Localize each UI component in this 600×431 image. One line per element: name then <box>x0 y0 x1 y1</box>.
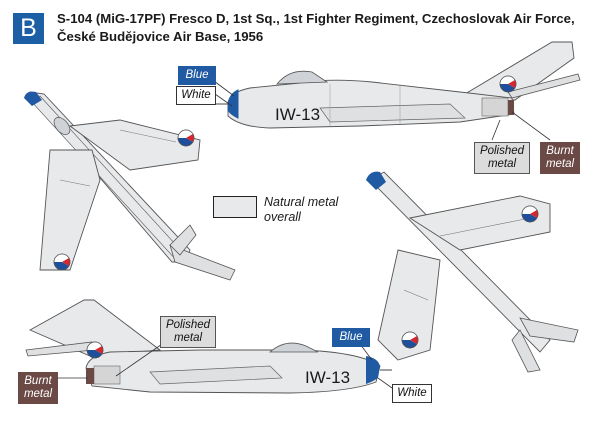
callout-burnt-top-line1: Burnt <box>546 145 574 157</box>
natural-metal-legend: Natural metal overall <box>264 195 338 225</box>
czechoslovak-roundel-icon <box>86 341 104 359</box>
czechoslovak-roundel-icon <box>401 331 419 349</box>
callout-burnt-bottom-line1: Burnt <box>24 375 52 387</box>
czechoslovak-roundel-icon <box>499 75 517 93</box>
callout-white-bottom: White <box>392 384 432 403</box>
plan-view-top <box>24 91 236 281</box>
natural-metal-swatch <box>213 196 257 218</box>
aircraft-code-bottom: IW-13 <box>305 368 350 387</box>
callout-leaders <box>58 77 551 389</box>
callout-polished-top-line2: metal <box>487 158 517 170</box>
callout-polished-top: Polished metal <box>474 142 530 174</box>
side-profile-bottom <box>25 299 392 394</box>
aircraft-code-top: IW-13 <box>275 105 320 124</box>
callout-polished-bottom-line2: metal <box>173 332 203 344</box>
legend-line-2: overall <box>264 210 301 224</box>
callout-blue-top: Blue <box>178 66 216 85</box>
legend-line-1: Natural metal <box>264 195 339 209</box>
callout-burnt-top-line2: metal <box>545 158 575 170</box>
callout-white-top: White <box>176 86 216 105</box>
callout-polished-bottom-line1: Polished <box>165 319 211 331</box>
side-profile-top <box>214 41 581 129</box>
callout-burnt-top: Burnt metal <box>540 142 580 174</box>
callout-burnt-bottom: Burnt metal <box>18 372 58 404</box>
callout-burnt-bottom-line2: metal <box>23 388 53 400</box>
scheme-letter-badge: B <box>13 13 44 44</box>
callout-polished-bottom: Polished metal <box>160 316 216 348</box>
callout-blue-bottom: Blue <box>332 328 370 347</box>
czechoslovak-roundel-icon <box>177 129 195 147</box>
czechoslovak-roundel-icon <box>521 205 539 223</box>
plan-view-bottom <box>366 171 579 373</box>
scheme-title: S-104 (MiG-17PF) Fresco D, 1st Sq., 1st … <box>57 11 575 44</box>
callout-polished-top-line1: Polished <box>479 145 525 157</box>
czechoslovak-roundel-icon <box>53 253 71 271</box>
